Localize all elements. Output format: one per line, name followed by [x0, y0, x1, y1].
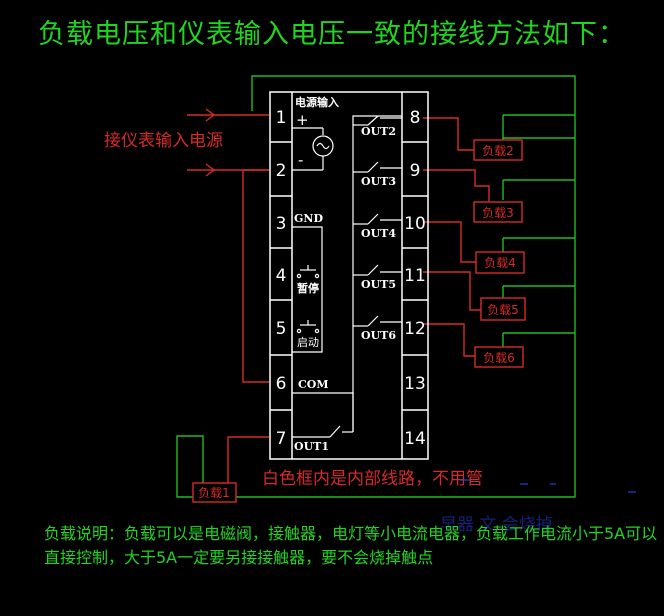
gnd-label: GND — [294, 212, 323, 225]
terminal-14: 14 — [404, 429, 426, 449]
load-description: 负载说明：负载可以是电磁阀，接触器，电灯等小电流电器，负载工作电流小于5A可以直… — [44, 524, 658, 567]
terminal-1: 1 — [276, 108, 287, 128]
terminal-2: 2 — [276, 161, 287, 181]
internal-labels: 电源输入 + - GND 暂停 启动 COM OUT1 OUT2 OUT3 OU… — [294, 95, 396, 453]
load-4-label: 负载4 — [484, 256, 516, 270]
terminal-11: 11 — [404, 266, 426, 286]
terminal-8: 8 — [410, 108, 421, 128]
load-boxes — [192, 139, 526, 503]
out4-label: OUT4 — [361, 227, 396, 240]
out1-label: OUT1 — [294, 440, 329, 453]
minus-sign: - — [298, 151, 303, 169]
watermark-text: 早器 文 会烧掉 — [440, 515, 553, 535]
plus-sign: + — [296, 111, 309, 129]
out2-label: OUT2 — [361, 125, 396, 138]
terminal-10: 10 — [404, 214, 426, 234]
terminal-numbers: 1 2 3 4 5 6 7 8 9 10 11 12 13 14 — [276, 108, 426, 449]
terminal-4: 4 — [276, 266, 287, 286]
terminal-5: 5 — [276, 319, 287, 339]
terminal-3: 3 — [276, 214, 287, 234]
terminal-6: 6 — [276, 374, 287, 394]
com-label: COM — [298, 378, 329, 391]
start-label: 启动 — [297, 336, 319, 349]
terminal-12: 12 — [404, 319, 426, 339]
internal-circuit — [292, 115, 402, 438]
internal-circuit-note: 白色框内是内部线路，不用管 — [262, 469, 483, 489]
load-labels: 负载1 负载2 负载3 负载4 负载5 负载6 — [198, 144, 519, 500]
out5-label: OUT5 — [361, 278, 396, 291]
terminal-7: 7 — [276, 429, 287, 449]
green-wires — [176, 75, 576, 498]
out3-label: OUT3 — [361, 175, 396, 188]
load-2-label: 负载2 — [482, 144, 514, 158]
pause-label: 暂停 — [297, 281, 319, 295]
module-box — [269, 91, 429, 460]
terminal-13: 13 — [404, 374, 426, 394]
out6-label: OUT6 — [361, 329, 396, 342]
load-3-label: 负载3 — [482, 206, 514, 220]
load-6-label: 负载6 — [483, 351, 515, 365]
input-power-label: 接仪表输入电源 — [104, 131, 223, 151]
load-1-label: 负载1 — [198, 486, 230, 500]
diagram-title: 负载电压和仪表输入电压一致的接线方法如下： — [38, 19, 626, 50]
power-input-label: 电源输入 — [295, 95, 339, 109]
load-5-label: 负载5 — [487, 303, 519, 317]
watermark-dashes — [460, 479, 636, 493]
red-wires — [187, 108, 490, 483]
terminal-9: 9 — [410, 161, 421, 181]
